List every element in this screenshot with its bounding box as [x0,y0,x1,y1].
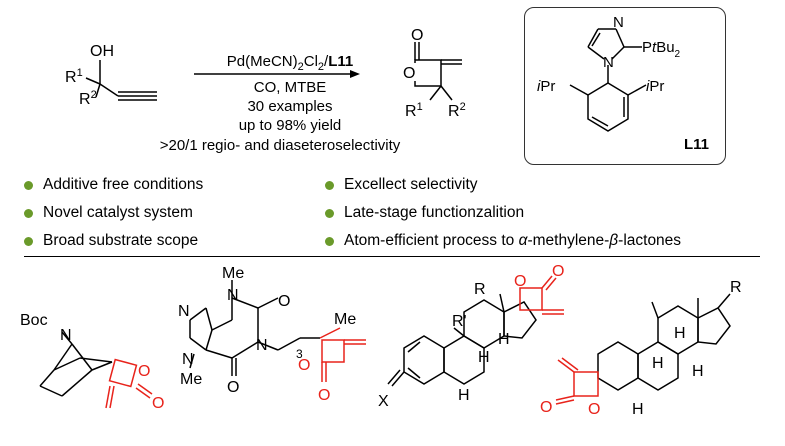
bullet-right-2: Late-stage functionzalition [325,204,524,222]
ex2-o-2: O [227,379,239,396]
ex3-r-prime: R' [452,313,467,330]
bullet-dot [325,208,334,218]
bullet-dot [325,236,334,246]
reaction-arrow [194,70,360,78]
ex2-me-top: Me [222,265,244,282]
bullet-dot [24,208,33,218]
ex4-h1: H [674,325,686,342]
conditions-solvent: CO, MTBE [253,79,327,96]
ex2-o-ring: O [298,357,310,374]
section-divider [24,256,760,257]
bullet-dot [325,180,334,190]
ex2-me-chain: Me [334,311,356,328]
ex4-r: R [730,279,742,296]
ex2-n-xan: N [256,337,268,354]
substrate-r2-label: R2 [79,89,97,108]
product-r1-label: R1 [405,101,423,120]
bullet-right-3: Atom-efficient process to α-methylene-β-… [325,232,681,250]
ex3-o-carbonyl: O [552,263,564,280]
example-tropane [39,331,113,397]
ex3-h2: H [498,331,510,348]
ex3-h1: H [478,349,490,366]
ligand-p-label: PtBu2 [642,39,681,60]
example-xanthine [189,280,320,376]
ex2-o-carbonyl: O [318,387,330,404]
bullet-dot [24,236,33,246]
example-steroid-right [597,293,731,391]
bullet-left-1: Additive free conditions [24,176,203,194]
product-carbonyl-o: O [411,27,423,44]
ligand-ipr-right: iPr [646,78,664,95]
ex4-o-ring: O [588,401,600,418]
reaction-scheme: OH R1 R2 O O R1 R2 [65,27,466,120]
product-structure [414,42,462,101]
bullet-left-3: Broad substrate scope [24,232,198,250]
ex2-me-bottom: Me [180,371,202,388]
ex1-boc: Boc [20,312,48,329]
bullet-left-2: Novel catalyst system [24,204,193,222]
ex4-h4: H [632,401,644,418]
ex1-o-ring: O [138,363,150,380]
conditions-examples: 30 examples [247,98,333,115]
ex1-o-carbonyl: O [152,395,164,412]
substrate-structure [85,60,157,101]
ex3-r: R [474,281,486,298]
conditions-selectivity: >20/1 regio- and diaseteroselectivity [159,137,401,154]
example-steroid-left [387,293,537,387]
ex4-h2: H [652,355,664,372]
ex2-n-imid-top: N [178,303,190,320]
ex2-o-1: O [278,293,290,310]
ex2-n-imid-bottom: N [182,351,194,368]
ex2-chain-sub: 3 [296,347,303,361]
product-r2-label: R2 [448,101,466,120]
ex1-n: N [60,327,72,344]
ex4-o-carbonyl: O [540,399,552,416]
ex2-n-me-top: N [227,287,239,304]
ligand-n-top: N [613,14,624,31]
ligand-ipr-left: iPr [537,78,555,95]
substrate-oh-label: OH [90,43,114,60]
ligand-n-bottom: N [603,54,614,71]
ex3-x: X [378,393,389,410]
ex4-h3: H [692,363,704,380]
ligand-box [524,7,726,165]
ligand-structure: N N PtBu2 iPr iPr L11 [537,14,709,153]
ligand-name: L11 [684,136,709,153]
bullet-right-1: Excellect selectivity [325,176,478,194]
ex3-h3: H [458,387,470,404]
substrate-r1-label: R1 [65,67,83,86]
conditions-yield: up to 98% yield [238,117,342,134]
product-ring-o: O [403,65,415,82]
bullet-dot [24,180,33,190]
catalyst-line: Pd(MeCN)2Cl2/L11 [226,53,354,73]
ex3-o-ring: O [514,273,526,290]
example-structures: Boc N O O N N Me O N N Me O 3 Me [20,263,742,418]
